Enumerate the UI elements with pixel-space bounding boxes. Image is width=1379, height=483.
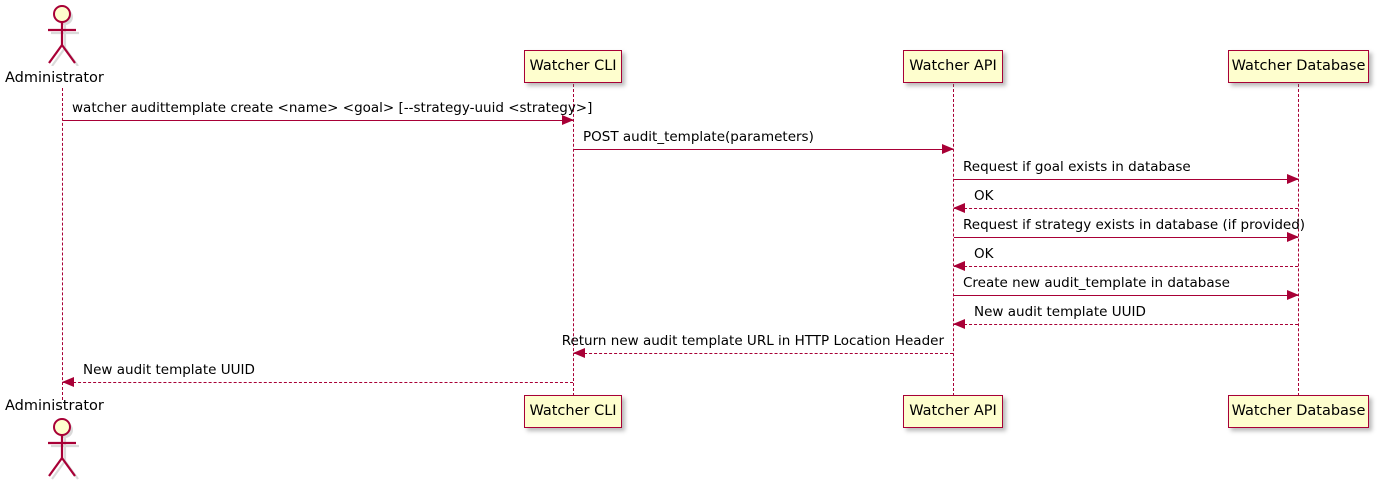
message-8-line xyxy=(954,324,1298,325)
arrowhead-left-icon xyxy=(953,319,965,329)
participant-watcher-cli-bottom[interactable]: Watcher CLI xyxy=(524,395,622,428)
arrowhead-right-icon xyxy=(1287,290,1299,300)
lifeline-watcher-api xyxy=(953,84,954,396)
arrowhead-left-icon xyxy=(953,203,965,213)
participant-watcher-api-bottom[interactable]: Watcher API xyxy=(903,395,1003,428)
arrowhead-right-icon xyxy=(562,115,574,125)
message-5-line xyxy=(954,237,1298,238)
participant-label-watcher-cli-bottom: Watcher CLI xyxy=(529,403,617,420)
message-10-line xyxy=(63,382,573,383)
message-9-line xyxy=(574,353,953,354)
arrowhead-right-icon xyxy=(1287,232,1299,242)
message-10-label: New audit template UUID xyxy=(83,362,255,379)
message-4-line xyxy=(954,208,1298,209)
message-8-label: New audit template UUID xyxy=(974,304,1146,321)
actor-administrator-bottom xyxy=(38,417,86,483)
arrowhead-left-icon xyxy=(953,261,965,271)
message-6-label: OK xyxy=(974,246,994,263)
lifeline-administrator xyxy=(62,88,63,400)
participant-label-watcher-cli-top: Watcher CLI xyxy=(529,58,617,75)
participant-watcher-api-top[interactable]: Watcher API xyxy=(903,50,1003,83)
message-7-label: Create new audit_template in database xyxy=(963,275,1230,292)
participant-watcher-cli-top[interactable]: Watcher CLI xyxy=(524,50,622,83)
participant-label-watcher-database-bottom: Watcher Database xyxy=(1231,403,1366,420)
message-7-line xyxy=(954,295,1298,296)
participant-label-administrator-bottom: Administrator xyxy=(5,398,104,414)
message-5-label: Request if strategy exists in database (… xyxy=(963,217,1306,234)
arrowhead-left-icon xyxy=(62,377,74,387)
message-3-line xyxy=(954,179,1298,180)
message-6-line xyxy=(954,266,1298,267)
participant-label-administrator-top: Administrator xyxy=(5,70,104,86)
message-3-label: Request if goal exists in database xyxy=(963,159,1191,176)
message-1-line xyxy=(63,120,573,121)
message-4-label: OK xyxy=(974,188,994,205)
arrowhead-right-icon xyxy=(1287,174,1299,184)
lifeline-watcher-cli xyxy=(573,84,574,396)
participant-watcher-database-top[interactable]: Watcher Database xyxy=(1228,50,1369,83)
message-1-label: watcher audittemplate create <name> <goa… xyxy=(72,100,593,117)
participant-label-watcher-api-top: Watcher API xyxy=(909,58,997,75)
participant-label-watcher-api-bottom: Watcher API xyxy=(909,403,997,420)
actor-administrator-top xyxy=(38,4,86,70)
arrowhead-left-icon xyxy=(573,348,585,358)
message-2-label: POST audit_template(parameters) xyxy=(583,129,814,146)
message-9-label: Return new audit template URL in HTTP Lo… xyxy=(561,333,944,350)
participant-watcher-database-bottom[interactable]: Watcher Database xyxy=(1228,395,1369,428)
arrowhead-right-icon xyxy=(942,144,954,154)
message-2-line xyxy=(574,149,953,150)
participant-label-watcher-database-top: Watcher Database xyxy=(1231,58,1366,75)
